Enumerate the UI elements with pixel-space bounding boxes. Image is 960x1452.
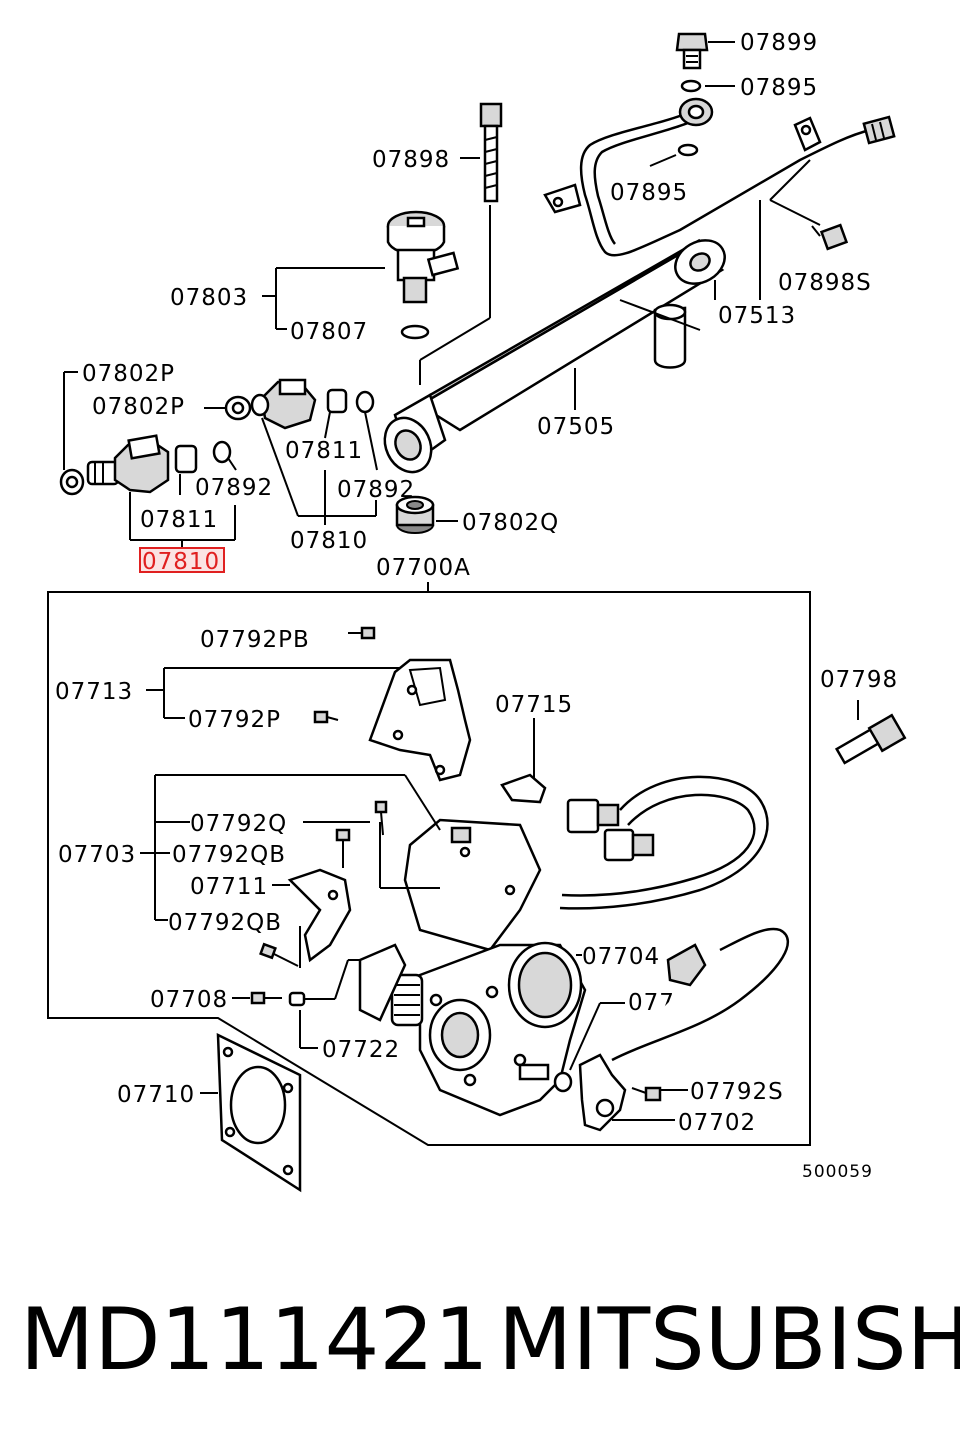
label-07708: 07708 (150, 987, 228, 1013)
label-07802p-b: 07802P (92, 394, 185, 420)
bracket-07713 (368, 658, 472, 782)
screw-07792s (631, 1086, 662, 1102)
throttle-body (358, 941, 587, 1117)
label-07702: 07702 (678, 1110, 756, 1136)
label-07704: 07704 (582, 944, 660, 970)
banjo-bolt-07899 (675, 32, 709, 70)
wire-harness (559, 775, 769, 910)
label-07792s: 07792S (690, 1079, 784, 1105)
clip-07715 (500, 773, 547, 804)
label-07802p-a: 07802P (82, 361, 175, 387)
label-07899: 07899 (740, 30, 818, 56)
highlight-box-07810 (139, 547, 225, 573)
label-07513: 07513 (718, 303, 796, 329)
o-ring-07892-left (212, 440, 232, 464)
bolt-07798 (834, 713, 907, 765)
caption: MD111421 MITSUBISHI (20, 1285, 960, 1395)
label-07892-a: 07892 (195, 475, 273, 501)
bolt-07898 (479, 102, 503, 203)
injector-07811-left (86, 434, 170, 494)
label-07792pb: 07792PB (200, 627, 310, 653)
label-07710: 07710 (117, 1082, 195, 1108)
label-07898: 07898 (372, 147, 450, 173)
label-07792p: 07792P (188, 707, 281, 733)
fuel-pipe-07513 (543, 97, 896, 257)
label-07803: 07803 (170, 285, 248, 311)
bolt-07898s (811, 223, 849, 251)
screw-07792p (313, 710, 339, 724)
screw-07792pb (348, 626, 376, 640)
parts-diagram: 07899 07895 07895 07898S 07898 (47, 30, 907, 1193)
label-07715: 07715 (495, 692, 573, 718)
spring-07722 (288, 991, 335, 1007)
o-ring-07892-right (355, 390, 375, 414)
sensor-07702 (578, 927, 790, 1132)
label-07802q: 07802Q (462, 510, 559, 536)
pressure-regulator-07803 (386, 210, 460, 304)
assembly-frame-07700a (47, 591, 811, 1146)
label-07895-a: 07895 (740, 75, 818, 101)
label-07505: 07505 (537, 414, 615, 440)
fuel-rail-07505 (383, 238, 726, 474)
o-ring-07807 (400, 324, 430, 340)
label-07792qb-a: 07792QB (172, 842, 286, 868)
label-07810-b: 07810 (290, 528, 368, 554)
gasket-07895-b (677, 143, 699, 157)
screw-07792qb-b (259, 942, 299, 967)
label-07722: 07722 (322, 1037, 400, 1063)
label-07700a: 07700A (376, 555, 471, 581)
sensor-07703 (403, 818, 542, 952)
grommet-07811-left (174, 444, 198, 474)
label-07792qb-b: 07792QB (168, 910, 282, 936)
label-07711: 07711 (190, 874, 268, 900)
screw-07792q (374, 800, 388, 836)
label-07713: 07713 (55, 679, 133, 705)
gasket-07895-a (680, 79, 702, 93)
lever-07711 (287, 868, 352, 963)
label-07811-b: 07811 (140, 507, 218, 533)
part-number: MD111421 (20, 1290, 489, 1390)
diagram-code: 500059 (802, 1162, 873, 1182)
o-ring-07706 (553, 1071, 573, 1093)
gasket-07710 (216, 1032, 302, 1193)
label-07798: 07798 (820, 667, 898, 693)
label-07792q: 07792Q (190, 811, 287, 837)
label-07895-b: 07895 (610, 180, 688, 206)
label-07898s: 07898S (778, 270, 872, 296)
grommet-07811-right (326, 388, 348, 414)
label-07703: 07703 (58, 842, 136, 868)
label-07810-a: 07810 (142, 549, 220, 575)
injector-07811-right (250, 378, 317, 430)
screw-07708 (250, 991, 282, 1005)
screw-07792qb-a (335, 828, 351, 868)
insulator-07802q (395, 495, 435, 534)
brand-name: MITSUBISHI (498, 1290, 960, 1390)
label-07811-a: 07811 (285, 438, 363, 464)
label-07807: 07807 (290, 319, 368, 345)
